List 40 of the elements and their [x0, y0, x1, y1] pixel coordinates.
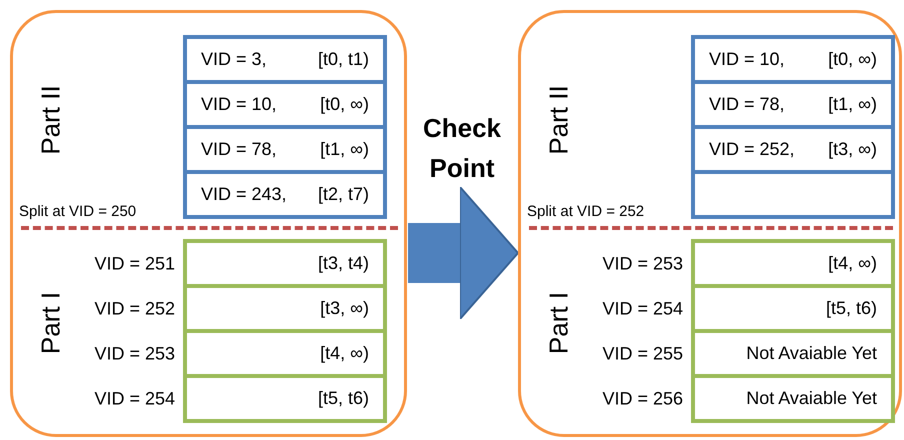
interval-text: [t5, t6) [318, 388, 369, 409]
vid-label: VID = 252 [94, 298, 175, 319]
vid-text: VID = 78, [709, 94, 785, 115]
part-label: Part I [36, 292, 66, 354]
part-label: Part II [544, 85, 574, 155]
partition-panel [518, 10, 902, 437]
vid-label: VID = 254 [94, 388, 175, 409]
interval-text: [t1, ∞) [828, 94, 877, 115]
interval-text: [t0, ∞) [828, 49, 877, 70]
part-label: Part I [544, 292, 574, 354]
vid-label: VID = 254 [602, 298, 683, 319]
interval-text: [t1, ∞) [320, 139, 369, 160]
vid-text: VID = 3, [201, 49, 267, 70]
vid-label: VID = 251 [94, 253, 175, 274]
interval-text: [t3, t4) [318, 253, 369, 274]
split-label: Split at VID = 250 [19, 203, 136, 220]
vid-label: VID = 253 [94, 343, 175, 364]
split-label: Split at VID = 252 [527, 203, 644, 220]
block-arrow [408, 186, 519, 320]
vid-text: VID = 252, [709, 139, 795, 160]
interval-text: [t4, ∞) [828, 253, 877, 274]
interval-text: [t5, t6) [826, 298, 877, 319]
interval-text: [t0, t1) [318, 49, 369, 70]
interval-text: Not Avaiable Yet [746, 343, 877, 364]
interval-text: [t2, t7) [318, 184, 369, 205]
interval-text: [t3, ∞) [828, 139, 877, 160]
vid-text: VID = 10, [201, 94, 277, 115]
interval-text: [t4, ∞) [320, 343, 369, 364]
vid-text: VID = 10, [709, 49, 785, 70]
partition-panel [10, 10, 407, 437]
vid-label: VID = 256 [602, 388, 683, 409]
interval-text: [t0, ∞) [320, 94, 369, 115]
vid-label: VID = 255 [602, 343, 683, 364]
interval-text: Not Avaiable Yet [746, 388, 877, 409]
vid-text: VID = 78, [201, 139, 277, 160]
edge-label: Check Point [422, 112, 502, 185]
vid-text: VID = 243, [201, 184, 287, 205]
part-label: Part II [36, 85, 66, 155]
vid-label: VID = 253 [602, 253, 683, 274]
interval-text: [t3, ∞) [320, 298, 369, 319]
